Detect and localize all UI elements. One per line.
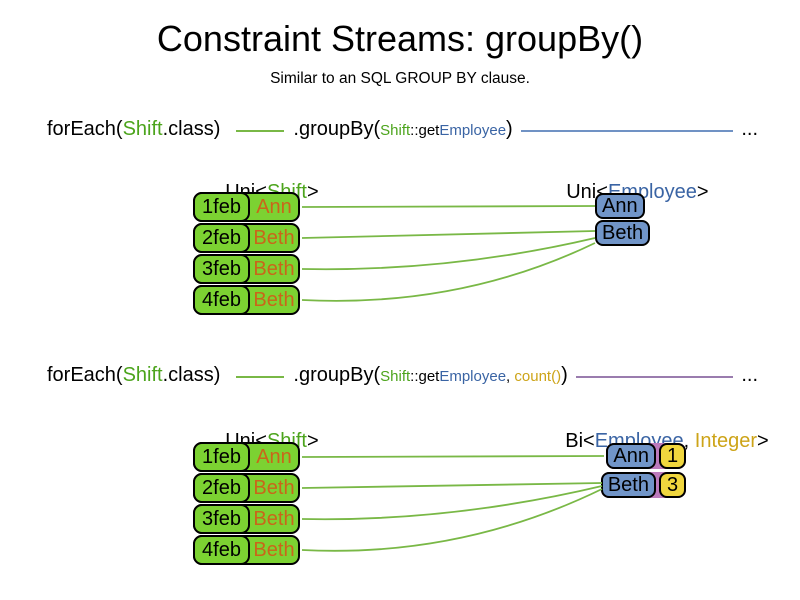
count-box: 3 [659, 472, 686, 498]
employee-cell: Beth [253, 226, 295, 249]
grouped-results-2: Ann 1 Beth 3 [600, 443, 686, 498]
date-cell: 3feb [193, 504, 250, 534]
table-row: 2feb Beth [193, 473, 300, 503]
code-arg-accessor: ::get [410, 122, 440, 139]
employee-cell: Beth [253, 507, 295, 530]
stream-connector-blue [520, 130, 734, 132]
code-arg-collector: count() [514, 368, 562, 385]
code-ellipsis: ... [741, 364, 758, 386]
link-3feb-beth [301, 237, 596, 271]
grouped-results-1: Ann Beth [595, 193, 651, 246]
code-ellipsis: ... [741, 118, 758, 140]
code-foreach-open: forEach( [47, 364, 123, 386]
code-foreach-close: .class) [162, 118, 221, 140]
table-row: 4feb Beth [193, 535, 300, 565]
table-row: 3feb Beth [193, 504, 300, 534]
code-arg-type: Employee [439, 368, 507, 385]
code-groupby-open: .groupBy( [293, 364, 381, 386]
shift-table-2: 1feb Ann 2feb Beth 3feb Beth 4feb Beth [193, 442, 300, 565]
employee-cell: Beth [253, 257, 295, 280]
employee-box: Ann [606, 443, 656, 469]
date-cell: 4feb [193, 535, 250, 565]
stream-connector-green [236, 376, 285, 378]
link-3feb-beth-count [301, 485, 603, 521]
employee-cell: Beth [253, 538, 295, 561]
code-arg-accessor: ::get [410, 368, 440, 385]
code-arg-class: Shift [380, 368, 411, 385]
code-line-groupby: forEach(Shift.class) .groupBy(Shift::get… [47, 118, 758, 144]
shift-table-1: 1feb Ann 2feb Beth 3feb Beth 4feb Beth [193, 192, 300, 315]
date-cell: 2feb [193, 223, 250, 253]
link-2feb-beth-count [301, 482, 603, 489]
date-cell: 4feb [193, 285, 250, 315]
table-row: 1feb Ann [193, 192, 300, 222]
table-row: 3feb Beth [193, 254, 300, 284]
code-foreach-open: forEach( [47, 118, 123, 140]
code-arg-class: Shift [380, 122, 411, 139]
count-box: 1 [659, 443, 686, 469]
employee-box: Ann [595, 193, 645, 219]
employee-count-pair: Ann 1 [606, 443, 686, 469]
code-shift-class: Shift [122, 364, 163, 386]
code-groupby-close: ) [561, 364, 568, 386]
page-title: Constraint Streams: groupBy() [156, 18, 644, 59]
stream-connector-purple [575, 376, 734, 378]
date-cell: 1feb [193, 442, 250, 472]
code-shift-class: Shift [122, 118, 163, 140]
code-line-groupby-count: forEach(Shift.class) .groupBy(Shift::get… [47, 364, 758, 390]
code-arg-separator: , [506, 368, 515, 385]
employee-cell: Beth [253, 288, 295, 311]
employee-cell: Ann [256, 195, 292, 218]
code-groupby-open: .groupBy( [293, 118, 381, 140]
code-arg-type: Employee [439, 122, 507, 139]
table-row: 4feb Beth [193, 285, 300, 315]
stream-connector-green [236, 130, 285, 132]
date-cell: 1feb [193, 192, 250, 222]
employee-count-pair: Beth 3 [600, 472, 686, 498]
table-row: 2feb Beth [193, 223, 300, 253]
employee-cell: Beth [253, 476, 295, 499]
code-groupby-close: ) [506, 118, 513, 140]
date-cell: 3feb [193, 254, 250, 284]
employee-cell: Ann [256, 445, 292, 468]
employee-box: Beth [595, 220, 651, 246]
table-row: 1feb Ann [193, 442, 300, 472]
link-4feb-beth-count [301, 488, 603, 552]
code-foreach-close: .class) [162, 364, 221, 386]
employee-box: Beth [600, 472, 656, 498]
page-subtitle: Similar to an SQL GROUP BY clause. [270, 70, 530, 87]
link-2feb-beth [301, 230, 596, 239]
link-4feb-beth [301, 242, 596, 302]
date-cell: 2feb [193, 473, 250, 503]
